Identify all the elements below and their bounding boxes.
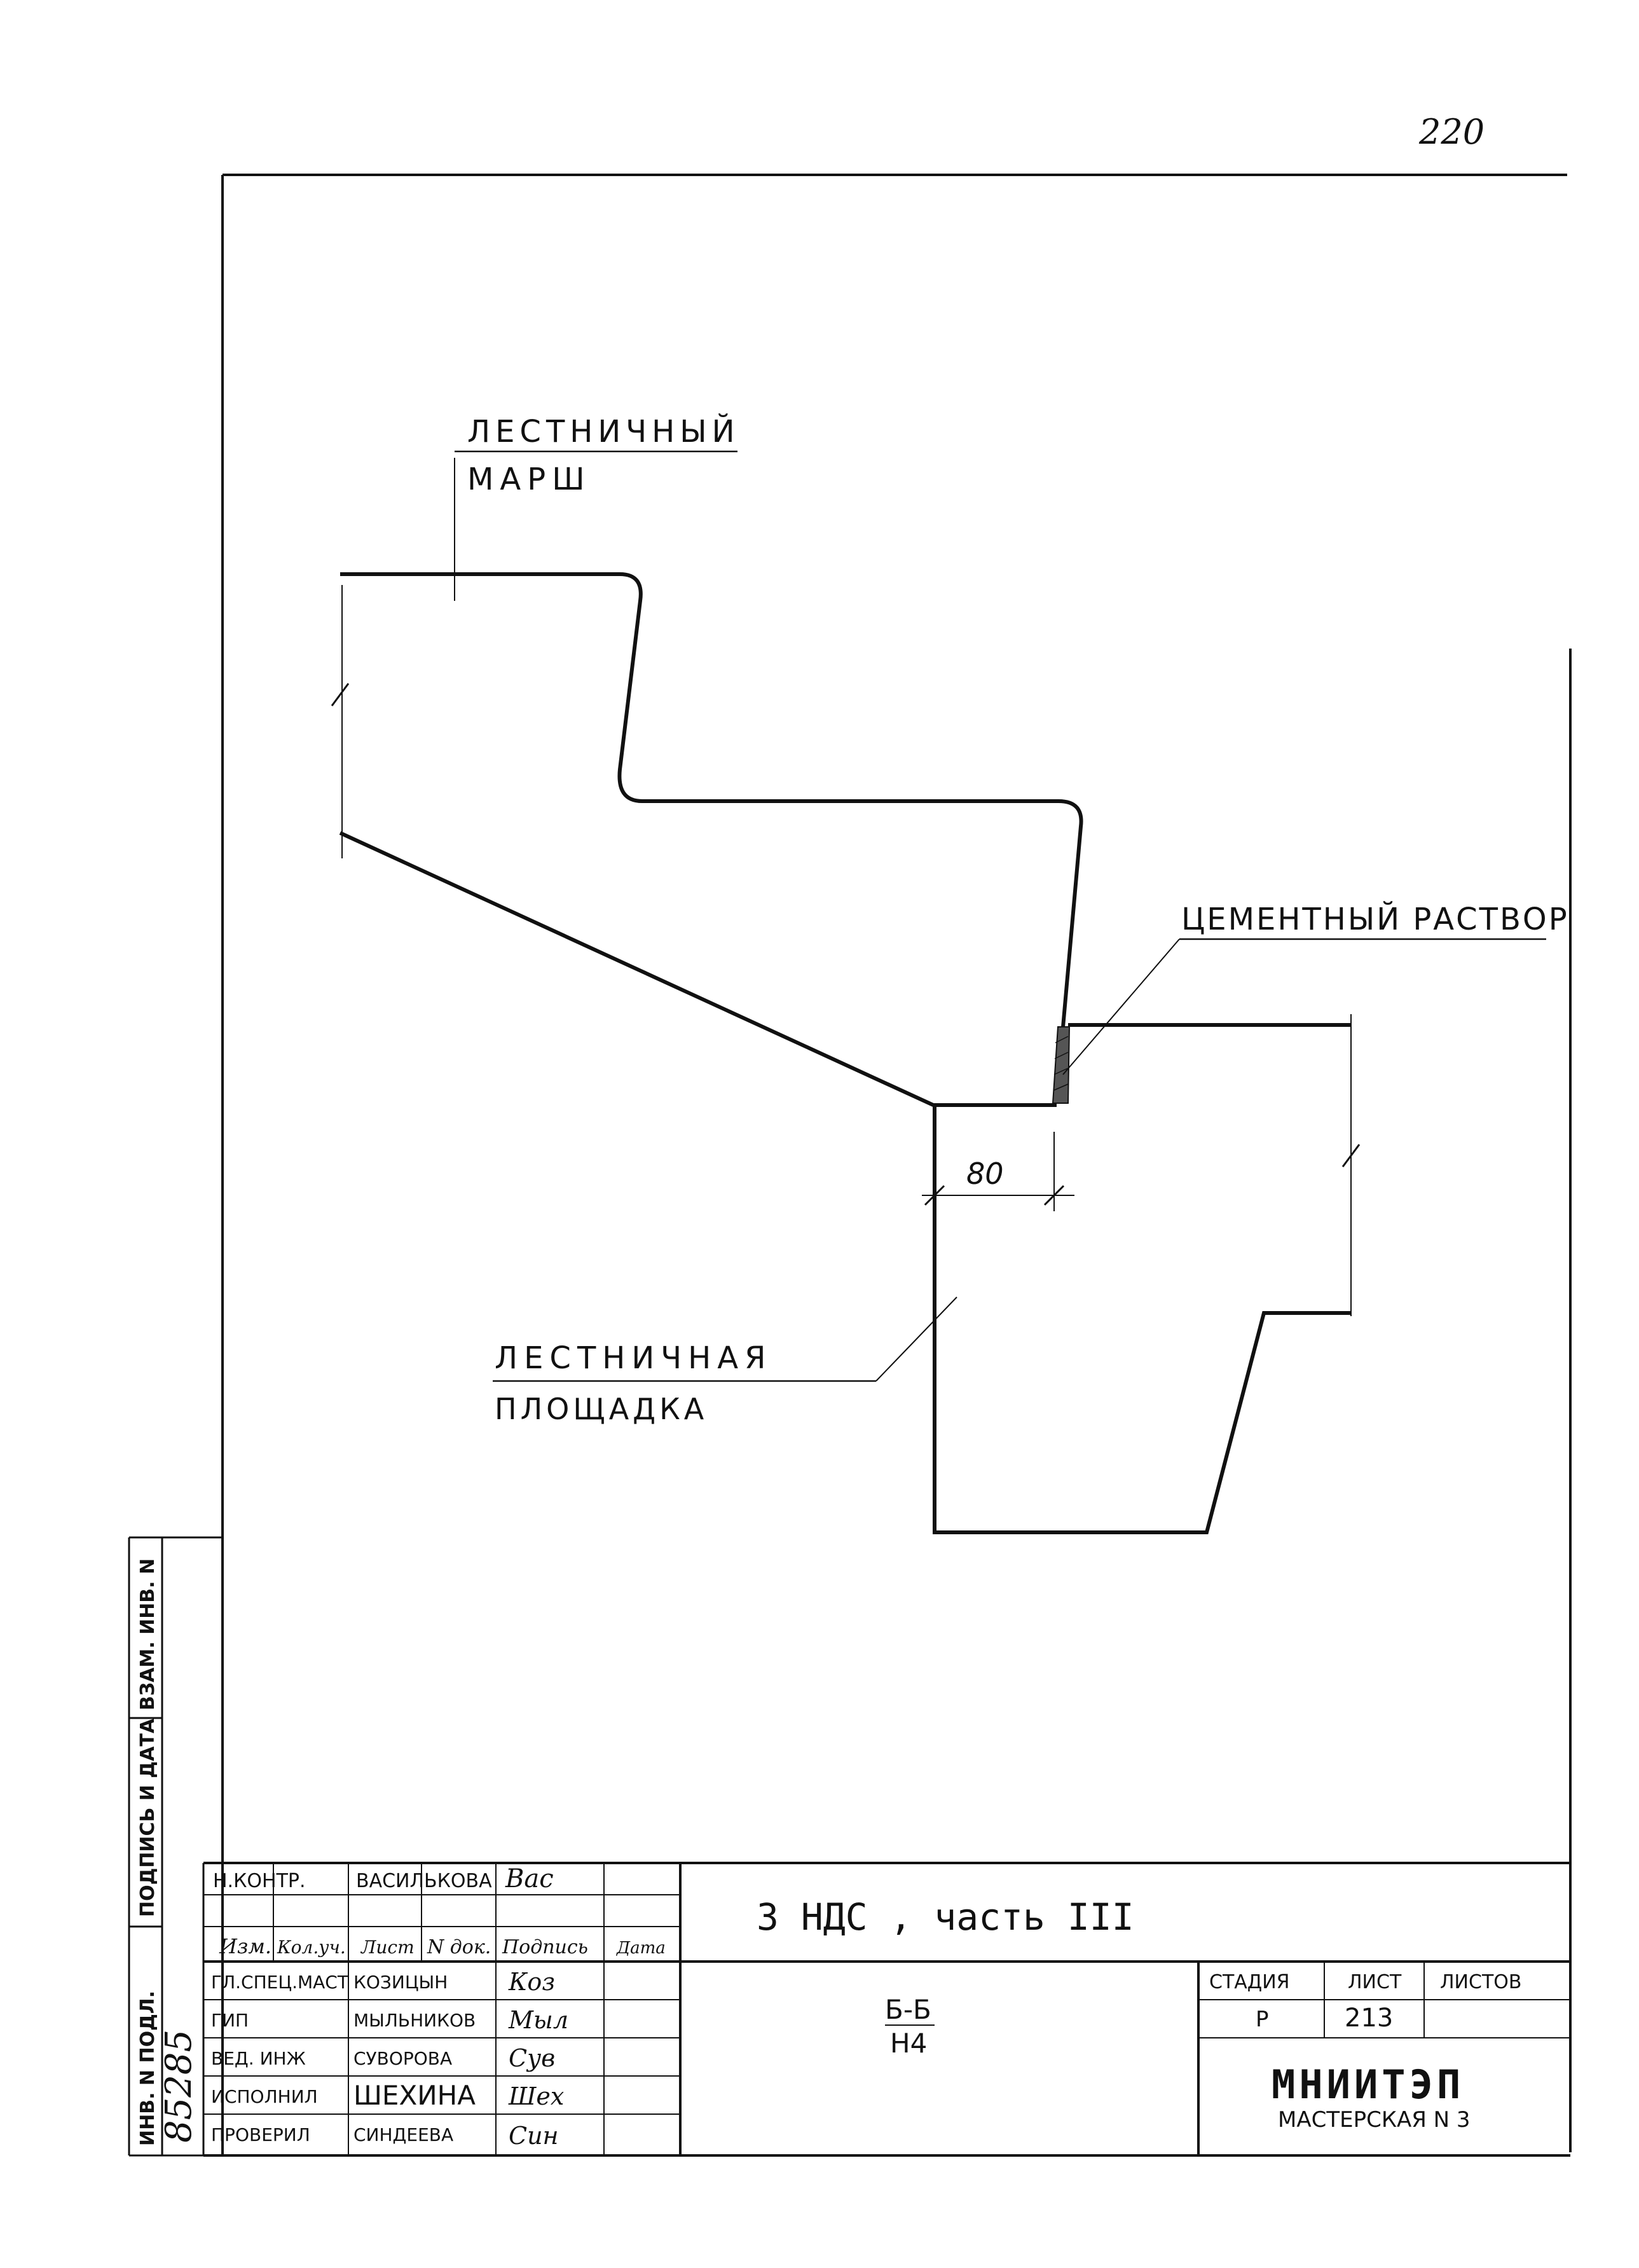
person-role: ИСПОЛНИЛ [211, 2086, 318, 2107]
side-stamp-inv-podl: ИНВ. N ПОДЛ. [137, 1991, 159, 2146]
cement-mortar-label: ЦЕМЕНТНЫЙ РАСТВОР [1181, 901, 1569, 937]
person-sign: Шех [508, 2082, 564, 2110]
stage-value: Р [1256, 2007, 1269, 2032]
side-stamp: ВЗАМ. ИНВ. N ПОДПИСЬ И ДАТА ИНВ. N ПОДЛ.… [128, 1536, 223, 2157]
sheet-label: ЛИСТ [1348, 1971, 1402, 1993]
n-kontr-name: ВАСИЛЬКОВА [356, 1870, 492, 1892]
stair-flight-label-1: ЛЕСТНИЧНЫЙ [467, 413, 740, 450]
cement-mortar-leader: ЦЕМЕНТНЫЙ РАСТВОР [1062, 901, 1569, 1075]
node-top: Б-Б [885, 1994, 931, 2025]
person-sign: Син [509, 2122, 559, 2150]
stair-flight-leader: ЛЕСТНИЧНЫЙ МАРШ [454, 413, 740, 601]
sheet-value: 213 [1345, 2003, 1393, 2033]
landing-label-2: ПЛОЩАДКА [495, 1392, 708, 1426]
drawing-frame [221, 174, 1572, 2155]
header-n-dok: N док. [427, 1936, 491, 1958]
node-bottom: Н4 [890, 2028, 927, 2059]
side-stamp-inv-number: 85285 [158, 2030, 200, 2143]
header-data: Дата [616, 1939, 666, 1958]
person-sign: Коз [508, 1968, 555, 1996]
person-name: КОЗИЦЫН [353, 1972, 448, 1993]
person-role: ГИП [211, 2010, 249, 2031]
dimension-80: 80 [922, 1132, 1074, 1211]
header-list: Лист [360, 1937, 415, 1958]
person-role: ГЛ.СПЕЦ.МАСТ [211, 1972, 349, 1993]
header-kol-uch: Кол.уч. [277, 1937, 346, 1958]
people-rows: ГЛ.СПЕЦ.МАСТ КОЗИЦЫН Коз ГИП МЫЛЬНИКОВ М… [211, 1968, 568, 2150]
landing-label-1: ЛЕСТНИЧНАЯ [495, 1340, 772, 1376]
sheet-number: 220 [1418, 112, 1485, 152]
person-sign: Сув [509, 2044, 555, 2072]
n-kontr-sign: Вас [505, 1864, 554, 1893]
n-kontr-role: Н.КОНТР. [213, 1870, 306, 1892]
person-role: ВЕД. ИНЖ [211, 2048, 306, 2069]
side-stamp-vzam-inv: ВЗАМ. ИНВ. N [137, 1558, 159, 1710]
person-role: ПРОВЕРИЛ [211, 2124, 310, 2145]
header-podpis: Подпись [502, 1936, 588, 1958]
sheets-label: ЛИСТОВ [1440, 1971, 1521, 1993]
landing-leader: ЛЕСТНИЧНАЯ ПЛОЩАДКА [493, 1296, 957, 1426]
person-name: ШЕХИНА [353, 2080, 476, 2111]
cement-mortar-hatch [1052, 1026, 1071, 1104]
project-title: 3 НДС , часть III [757, 1895, 1134, 1939]
person-name: МЫЛЬНИКОВ [353, 2010, 476, 2031]
title-block: Н.КОНТР. ВАСИЛЬКОВА Вас Изм. Кол.уч. Лис… [202, 1862, 1570, 2157]
stair-flight-outline [331, 572, 1083, 1107]
person-sign: Мыл [508, 2006, 568, 2034]
org-name: МНИИТЭП [1272, 2061, 1464, 2108]
landing-outline [933, 1014, 1361, 1534]
person-name: СИНДЕЕВА [353, 2124, 453, 2145]
stage-label: СТАДИЯ [1209, 1971, 1290, 1993]
org-sub: МАСТЕРСКАЯ N 3 [1278, 2107, 1471, 2133]
header-izm: Изм. [219, 1934, 271, 1958]
side-stamp-podpis-data: ПОДПИСЬ И ДАТА [137, 1718, 159, 1917]
stair-flight-label-2: МАРШ [467, 462, 591, 497]
person-name: СУВОРОВА [353, 2048, 452, 2069]
dimension-value: 80 [966, 1157, 1004, 1191]
